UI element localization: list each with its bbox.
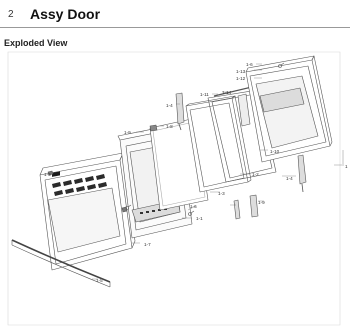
page-header: 2 Assy Door — [0, 0, 350, 30]
callout-1-9-upper: 1-9 — [124, 130, 131, 135]
screw-center — [188, 210, 195, 216]
back-panel — [245, 55, 333, 163]
screw-top — [278, 62, 285, 68]
callout-1-6-left: 1-6 — [44, 172, 51, 177]
outer-door-panel — [39, 152, 136, 271]
callout-1-8: 1-8 — [166, 124, 173, 129]
panel-clip-b — [121, 206, 128, 213]
panel-clip-a — [47, 170, 54, 176]
hinge-lower — [297, 154, 307, 193]
callout-1-6-center: 1-6 — [190, 204, 197, 209]
leader-lines — [92, 63, 342, 280]
page-title: Assy Door — [30, 6, 101, 22]
clip-lower-right — [249, 194, 259, 218]
vent-slots — [52, 174, 107, 196]
section-subtitle: Exploded View — [4, 38, 68, 48]
section-number: 2 — [8, 9, 14, 20]
clip-lower-left — [233, 199, 241, 220]
header-divider — [0, 27, 350, 28]
callout-1-1: 1-1 — [196, 216, 203, 221]
callout-1: 1 — [345, 164, 348, 169]
callout-1-12: 1-12 — [236, 76, 246, 81]
callout-1-4-upper: 1-4 — [166, 103, 173, 108]
hinge-upper — [175, 92, 185, 131]
door-handle — [11, 239, 111, 288]
callout-1-4-lower: 1-4 — [286, 176, 293, 181]
diagram-frame — [7, 51, 341, 326]
callout-1-10: 1-10 — [270, 149, 280, 154]
callout-1-14: 1-14 — [222, 90, 232, 95]
callout-1-3: 1-3 — [218, 191, 225, 196]
callout-1-2: 1-2 — [252, 172, 259, 177]
callout-1-9-lower: 1-9 — [258, 200, 265, 205]
callouts: 1 1-1 1-2 1-3 1-4 1-4 1-5 1-6 1-6 1-6 1-… — [44, 62, 348, 283]
clip-upper — [149, 124, 158, 132]
callout-1-6-top: 1-6 — [246, 62, 253, 67]
callout-1-11: 1-11 — [200, 92, 209, 97]
upper-bracket — [237, 93, 251, 127]
callout-1-13: 1-13 — [236, 69, 246, 74]
callout-1-7: 1-7 — [144, 242, 151, 247]
callout-1-5: 1-5 — [96, 278, 103, 283]
glass-bracket-frame — [185, 95, 252, 193]
